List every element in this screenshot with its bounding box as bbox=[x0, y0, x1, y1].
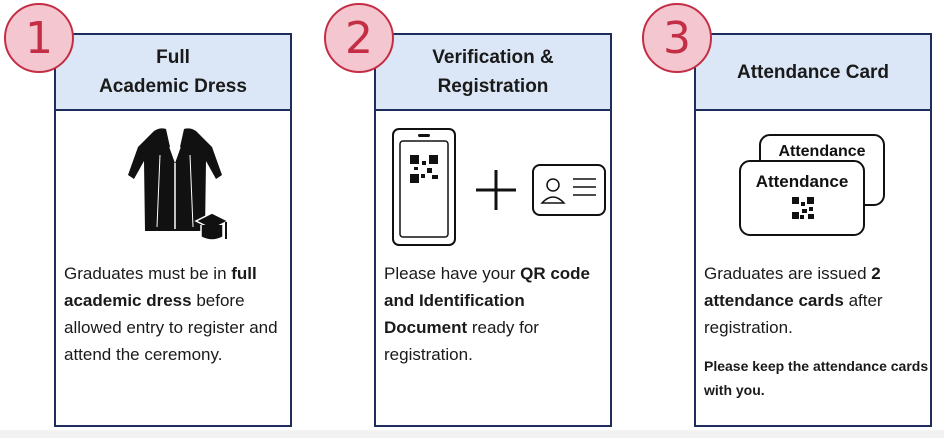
academic-dress-illustration bbox=[128, 128, 230, 241]
front-card-label: Attendance bbox=[756, 172, 849, 191]
attendance-card-icon: Attendance bbox=[739, 160, 865, 236]
step-number: 3 bbox=[663, 12, 691, 64]
step-description: Please have your QR code and Identificat… bbox=[384, 264, 590, 364]
back-card-label: Attendance bbox=[778, 143, 865, 160]
attendance-cards-illustration: Attendance Attendance bbox=[739, 134, 885, 236]
id-card-icon bbox=[532, 164, 606, 216]
step-badge-2: 2 bbox=[324, 3, 394, 73]
step-badge-3: 3 bbox=[642, 3, 712, 73]
card-header: Full Academic Dress bbox=[56, 35, 290, 111]
card-title: Attendance Card bbox=[736, 61, 890, 83]
step-card-2: Verification & Registration bbox=[374, 33, 612, 427]
step-description: Graduates are issued 2 attendance cards … bbox=[704, 264, 883, 337]
step-card-3: Attendance Card Attendance Attendance Gr… bbox=[694, 33, 932, 427]
step-note: Please keep the attendance cards with yo… bbox=[704, 358, 929, 398]
card-title: Full Academic Dress bbox=[99, 47, 247, 97]
step-description: Graduates must be in full academic dress… bbox=[64, 264, 278, 364]
step-number: 2 bbox=[345, 12, 373, 64]
plus-icon bbox=[476, 170, 516, 210]
mortarboard-icon bbox=[194, 212, 230, 241]
bottom-strip bbox=[0, 430, 944, 438]
step-card-1: Full Academic Dress Graduates must be in… bbox=[54, 33, 292, 427]
step-badge-1: 1 bbox=[4, 3, 74, 73]
card-header: Verification & Registration bbox=[376, 35, 610, 111]
card-header: Attendance Card bbox=[696, 35, 930, 111]
graduation-gown-icon bbox=[128, 128, 222, 231]
phone-qr-icon bbox=[392, 128, 456, 246]
qr-code-icon bbox=[792, 197, 814, 219]
card-title: Verification & Registration bbox=[432, 47, 554, 97]
verification-illustration bbox=[392, 128, 606, 246]
step-number: 1 bbox=[25, 12, 53, 64]
